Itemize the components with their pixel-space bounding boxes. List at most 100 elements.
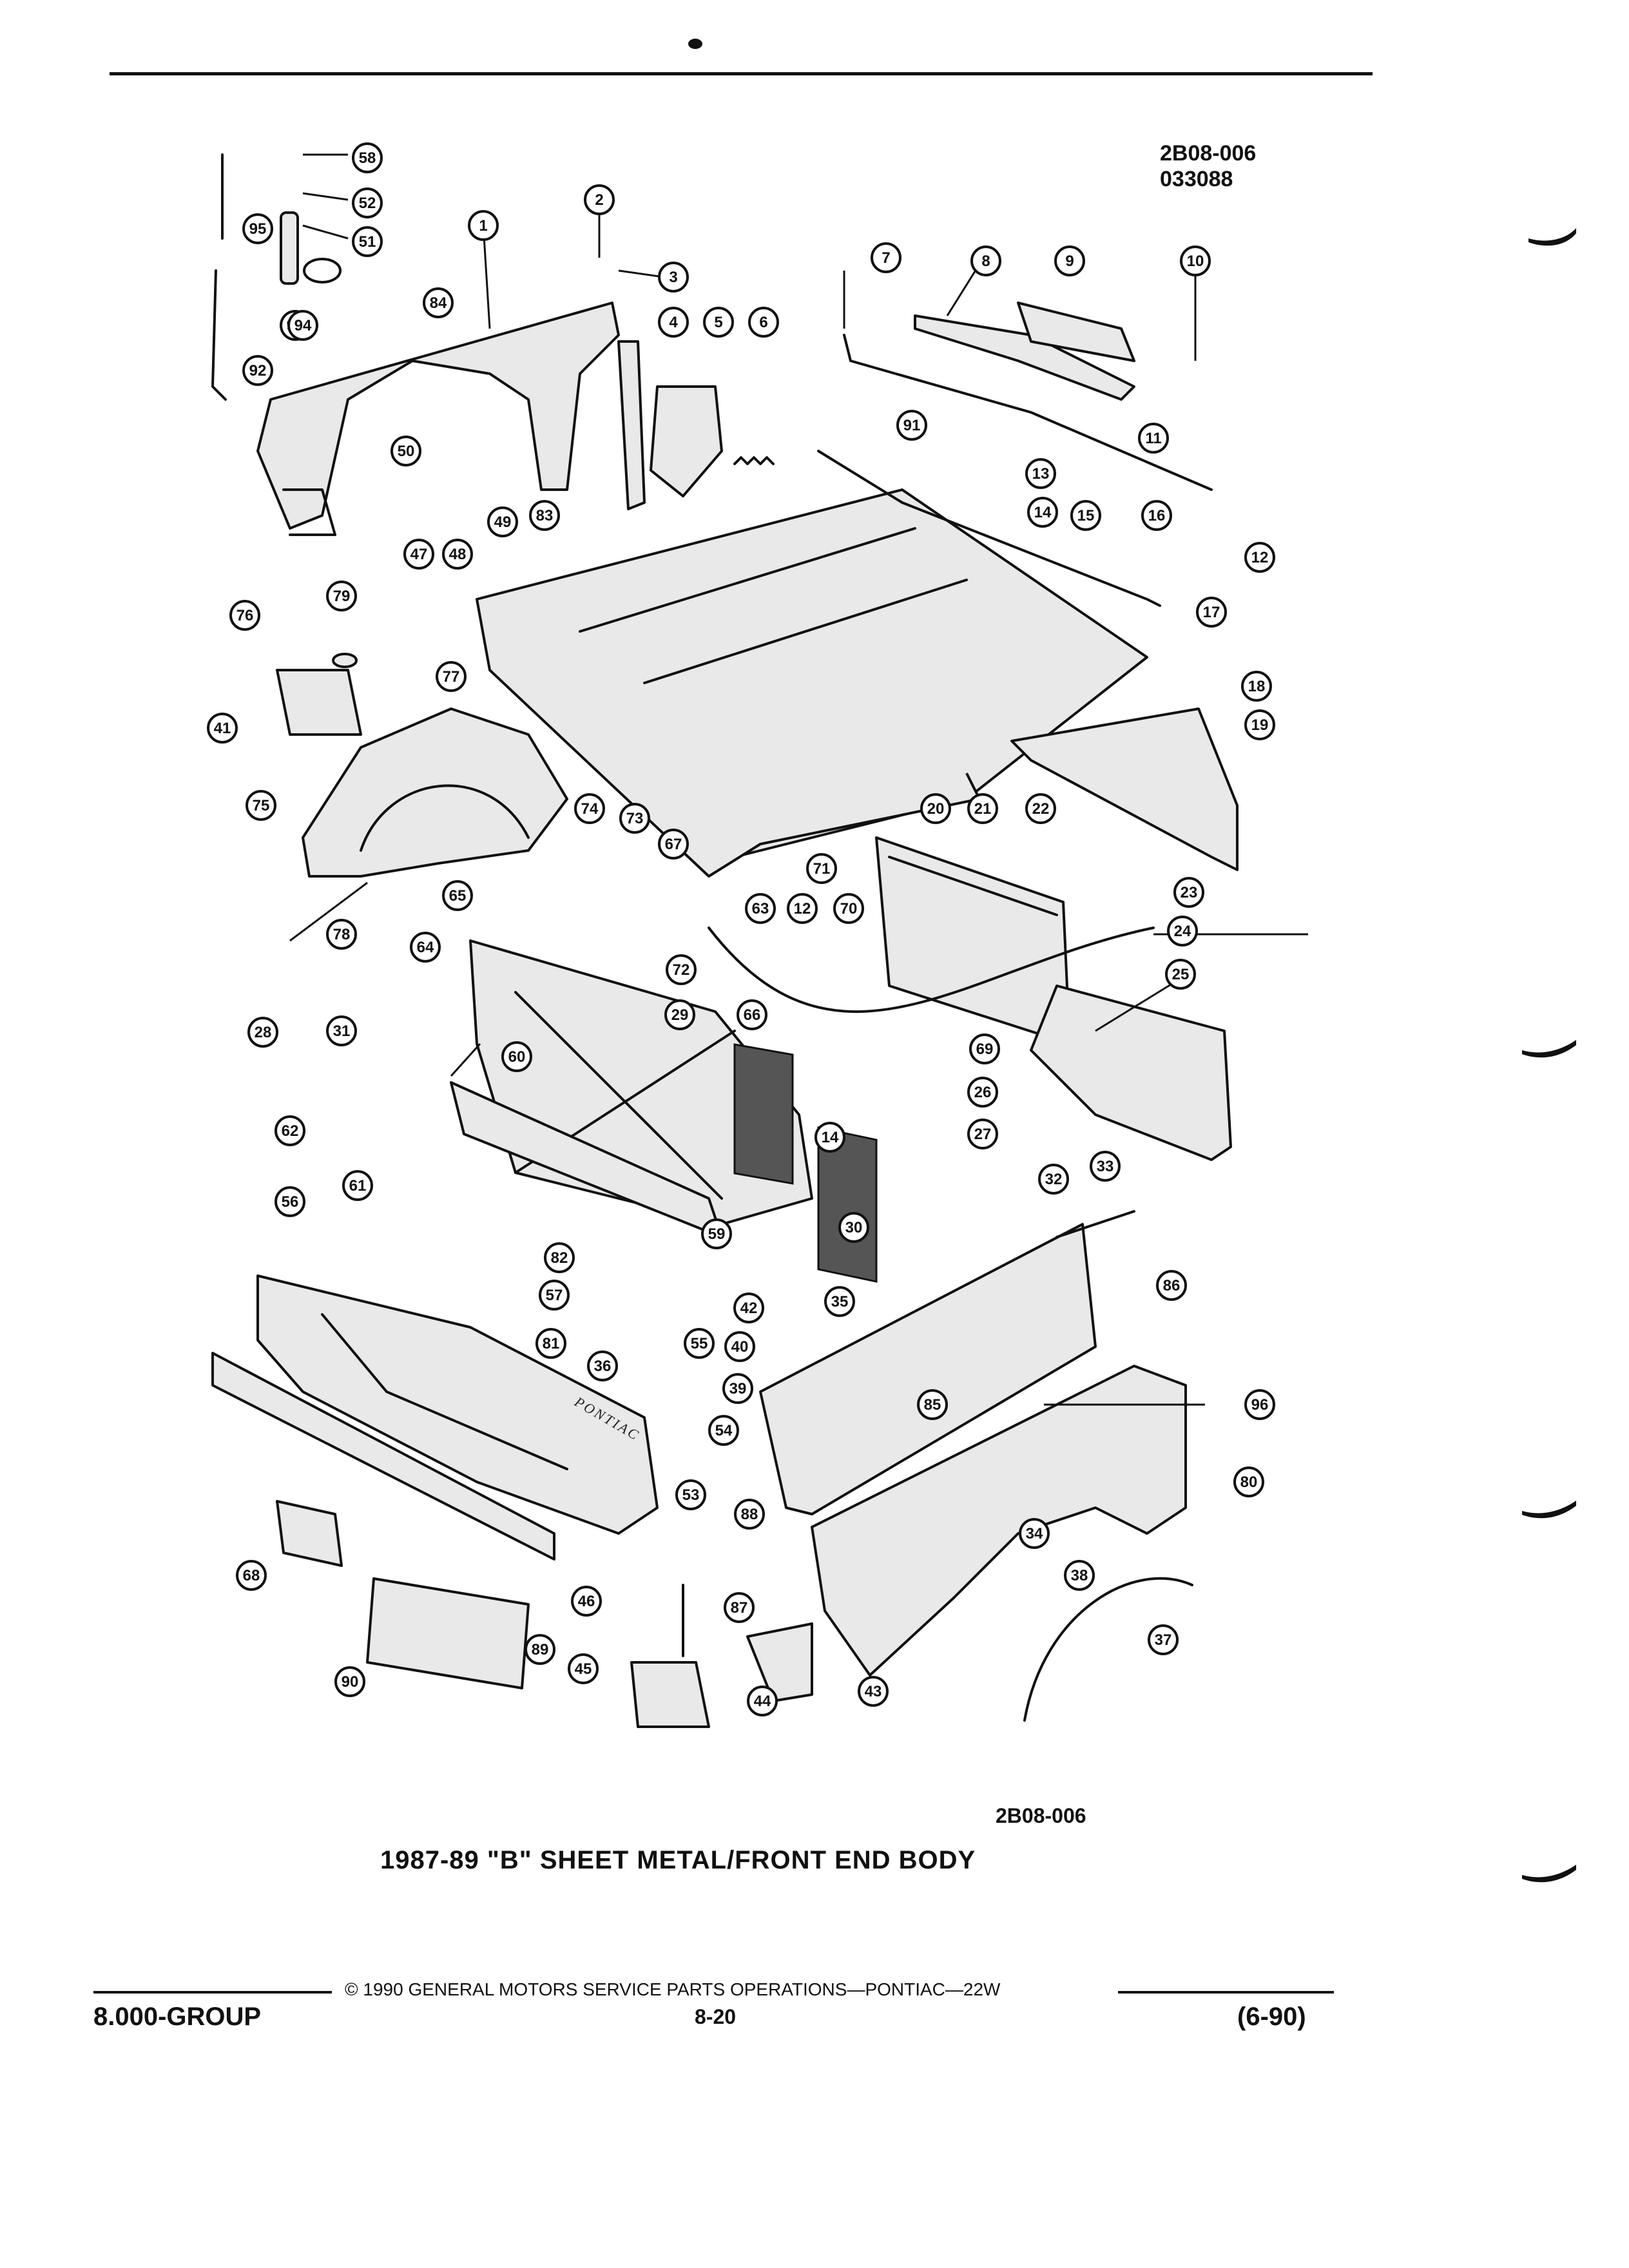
callout-30: 30 (838, 1212, 869, 1243)
hinge-cover-illustration (1017, 302, 1135, 362)
callout-87: 87 (724, 1592, 755, 1623)
callout-20: 20 (920, 793, 951, 824)
callout-86: 86 (1156, 1270, 1187, 1301)
condenser-core-illustration (733, 1043, 794, 1185)
callout-number: 80 (1240, 1474, 1258, 1491)
callout-number: 33 (1097, 1158, 1114, 1175)
callout-number: 65 (449, 887, 467, 905)
callout-50: 50 (390, 436, 421, 466)
callout-number: 1 (479, 217, 487, 235)
callout-number: 19 (1251, 716, 1269, 734)
callout-number: 87 (731, 1599, 748, 1617)
callout-number: 51 (359, 233, 376, 251)
callout-76: 76 (229, 600, 260, 631)
bumper-bracket-illustration (276, 1500, 343, 1567)
callout-60: 60 (501, 1041, 532, 1072)
callout-number: 41 (214, 720, 231, 737)
callout-number: 18 (1248, 678, 1266, 695)
callout-number: 44 (754, 1693, 771, 1710)
callout-26: 26 (967, 1077, 998, 1108)
callout-44: 44 (747, 1686, 778, 1716)
condenser-illustration (817, 1126, 878, 1283)
callout-number: 12 (794, 900, 811, 918)
callout-42: 42 (733, 1293, 764, 1323)
radiator-illustration (875, 836, 1071, 1045)
splash-shield-illustration (746, 1622, 813, 1702)
callout-number: 56 (282, 1193, 299, 1211)
callout-72: 72 (666, 954, 697, 985)
callout-36: 36 (587, 1350, 618, 1381)
figure-code: 2B08-006 (1160, 141, 1257, 166)
hood-illustration (476, 488, 1148, 878)
callout-number: 62 (282, 1122, 299, 1140)
callout-number: 23 (1181, 884, 1198, 901)
revision-label: (6-90) (1237, 2003, 1306, 2031)
callout-number: 34 (1026, 1525, 1043, 1542)
callout-number: 61 (349, 1177, 367, 1195)
callout-15: 15 (1070, 500, 1101, 531)
callout-number: 14 (822, 1129, 839, 1146)
callout-number: 79 (333, 588, 351, 605)
callout-71: 71 (806, 853, 837, 884)
callout-number: 55 (691, 1335, 708, 1352)
callout-number: 94 (294, 317, 312, 334)
callout-92: 92 (242, 355, 273, 386)
callout-85: 85 (917, 1389, 948, 1420)
top-rule (110, 72, 1373, 75)
callout-number: 88 (741, 1506, 758, 1523)
callout-31: 31 (326, 1015, 357, 1046)
right-fender-illustration (811, 1365, 1187, 1677)
hood-release-cable-illustration (708, 927, 1155, 1013)
margin-mark-3 (1522, 1501, 1576, 1519)
callout-number: 40 (731, 1338, 749, 1356)
callout-number: 9 (1065, 253, 1074, 270)
wheel-opening-molding-illustration (1023, 1577, 1193, 1722)
callout-22: 22 (1025, 793, 1056, 824)
callout-48: 48 (442, 539, 473, 570)
callout-64: 64 (410, 932, 441, 963)
callout-40: 40 (724, 1331, 755, 1362)
callout-number: 89 (532, 1641, 549, 1658)
callout-13: 13 (1025, 458, 1056, 489)
callout-1: 1 (468, 210, 499, 241)
callout-number: 53 (682, 1486, 700, 1504)
callout-number: 2 (595, 191, 603, 209)
callout-35: 35 (824, 1286, 855, 1317)
callout-65: 65 (442, 880, 473, 911)
callout-83: 83 (529, 500, 560, 531)
callout-number: 37 (1155, 1631, 1172, 1649)
callout-number: 26 (974, 1084, 992, 1101)
callout-number: 52 (359, 195, 376, 212)
callout-number: 82 (551, 1249, 568, 1267)
callout-number: 27 (974, 1126, 992, 1143)
callout-91: 91 (896, 410, 927, 441)
callout-number: 63 (752, 900, 769, 918)
callout-number: 3 (669, 269, 677, 286)
callout-3: 3 (658, 262, 689, 293)
callout-49: 49 (487, 506, 518, 537)
callout-12: 12 (1244, 542, 1275, 573)
callout-number: 24 (1174, 923, 1191, 940)
callout-number: 83 (536, 507, 554, 524)
callout-number: 73 (626, 810, 644, 827)
callout-75: 75 (246, 790, 276, 821)
group-label: 8.000-GROUP (93, 2003, 262, 2031)
registration-mark (688, 39, 702, 49)
callout-73: 73 (619, 803, 650, 834)
callout-9: 9 (1054, 245, 1085, 276)
fender-seal-strip-illustration (1055, 1210, 1135, 1238)
callout-27: 27 (967, 1119, 998, 1149)
callout-number: 70 (840, 900, 858, 918)
cowl-seal-illustration (817, 450, 1161, 607)
callout-55: 55 (684, 1328, 715, 1359)
callout-80: 80 (1233, 1466, 1264, 1497)
callout-number: 78 (333, 926, 351, 943)
copyright-text: © 1990 GENERAL MOTORS SERVICE PARTS OPER… (345, 1979, 1001, 1999)
callout-number: 29 (671, 1006, 689, 1024)
callout-number: 71 (813, 860, 831, 878)
bumper-reinforcement-illustration (211, 1352, 555, 1561)
callout-number: 91 (903, 417, 921, 434)
callout-81: 81 (535, 1328, 566, 1359)
callout-number: 32 (1045, 1171, 1063, 1188)
callout-10: 10 (1180, 245, 1211, 276)
